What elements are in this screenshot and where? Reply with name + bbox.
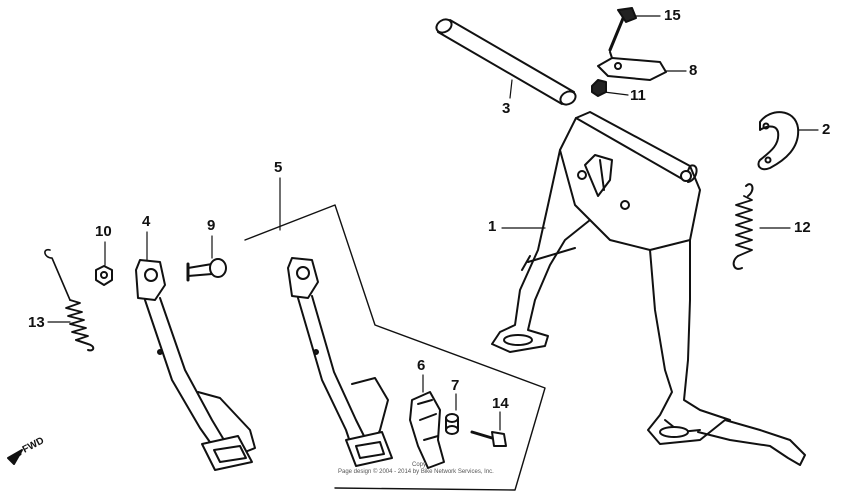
bolt-part-15 bbox=[608, 7, 637, 52]
nut-part-11 bbox=[591, 79, 607, 97]
callout-4: 4 bbox=[142, 213, 151, 230]
callout-8: 8 bbox=[689, 62, 698, 79]
collar-part-7 bbox=[445, 413, 459, 435]
callout-10: 10 bbox=[95, 223, 112, 240]
callout-3: 3 bbox=[502, 100, 511, 117]
callout-12: 12 bbox=[794, 219, 811, 236]
side-stand-assembly-outline bbox=[244, 204, 546, 491]
leader-3 bbox=[509, 79, 513, 99]
callout-15: 15 bbox=[664, 7, 681, 24]
main-stand-part-1 bbox=[491, 111, 806, 466]
callout-13: 13 bbox=[28, 314, 45, 331]
spring-part-13 bbox=[44, 248, 95, 352]
side-stand-part-5 bbox=[287, 257, 393, 467]
copyright-line-1: Copy bbox=[412, 462, 427, 468]
copyright-line-2: Page design © 2004 - 2014 by Bike Networ… bbox=[338, 469, 494, 475]
bolt-part-9 bbox=[186, 258, 227, 282]
callout-9: 9 bbox=[207, 217, 216, 234]
plate-part-8 bbox=[597, 51, 667, 81]
spring-part-12 bbox=[732, 183, 754, 270]
bolt-part-14 bbox=[470, 430, 507, 447]
callout-1: 1 bbox=[488, 218, 497, 235]
callout-11: 11 bbox=[630, 87, 646, 104]
callout-5: 5 bbox=[274, 159, 283, 176]
rubber-part-6 bbox=[409, 391, 445, 469]
leader-11 bbox=[603, 91, 629, 96]
callout-7: 7 bbox=[451, 377, 460, 394]
callout-2: 2 bbox=[822, 121, 831, 138]
pivot-pipe-part-3 bbox=[435, 18, 577, 106]
fwd-arrow-icon bbox=[7, 449, 23, 465]
side-stand-part-4 bbox=[135, 259, 256, 471]
stopper-part-2 bbox=[757, 111, 800, 171]
callout-6: 6 bbox=[417, 357, 426, 374]
callout-14: 14 bbox=[492, 395, 509, 412]
nut-part-10 bbox=[95, 265, 113, 286]
